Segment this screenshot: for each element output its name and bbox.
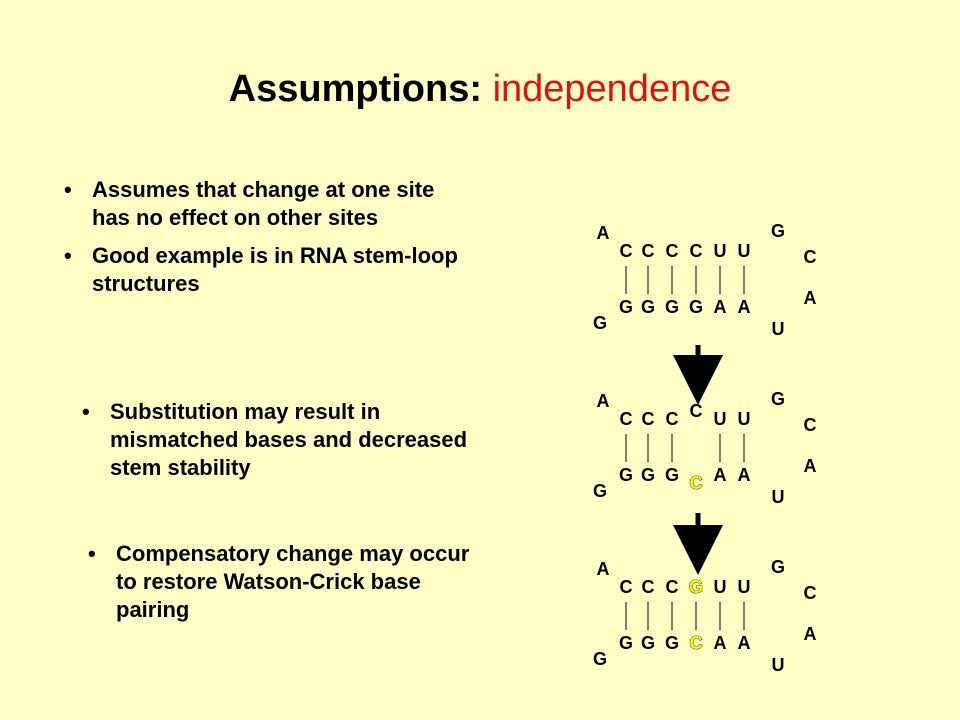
bullet-item: Good example is in RNA stem-loop structu… <box>58 242 478 298</box>
bottom-strand-base: G <box>619 297 633 317</box>
bullet-item: Compensatory change may occur to restore… <box>82 540 482 624</box>
bullet-item: Substitution may result in mismatched ba… <box>76 398 496 482</box>
top-strand-base: U <box>738 241 751 261</box>
loop-base: G <box>593 313 607 333</box>
bottom-strand-base: A <box>738 297 751 317</box>
loop-base: U <box>772 319 785 339</box>
loop-base: G <box>771 221 785 241</box>
title-separator: : <box>469 68 493 110</box>
loop-base: A <box>804 288 817 308</box>
loop-base: G <box>771 557 785 577</box>
top-strand-base: C <box>666 409 679 429</box>
loop-base: A <box>597 391 610 411</box>
top-strand-base: U <box>714 577 727 597</box>
bottom-strand-base: A <box>714 465 727 485</box>
top-strand-base: C <box>620 577 633 597</box>
top-strand-base: U <box>738 577 751 597</box>
bottom-strand-base: G <box>641 633 655 653</box>
top-strand-base: G <box>689 577 703 597</box>
bottom-strand-base: G <box>641 297 655 317</box>
title-main: Assumptions <box>228 68 470 110</box>
loop-base: U <box>772 487 785 507</box>
top-strand-base: C <box>666 241 679 261</box>
bottom-strand-base: A <box>714 297 727 317</box>
loop-base: A <box>804 624 817 644</box>
top-strand-base: U <box>738 409 751 429</box>
slide-title: Assumptions: independence <box>0 68 960 111</box>
loop-base: A <box>597 559 610 579</box>
top-strand-base: C <box>690 241 703 261</box>
top-strand-base: C <box>642 577 655 597</box>
bottom-strand-base: C <box>690 633 703 653</box>
title-accent: independence <box>492 68 732 110</box>
loop-base: G <box>593 481 607 501</box>
loop-base: G <box>771 389 785 409</box>
bullet-list-top: Assumes that change at one site has no e… <box>58 176 478 308</box>
loop-base: G <box>593 649 607 669</box>
bottom-strand-base: G <box>641 465 655 485</box>
bottom-strand-base: G <box>619 633 633 653</box>
bottom-strand-base: G <box>689 297 703 317</box>
top-strand-base: U <box>714 241 727 261</box>
bottom-strand-base: G <box>665 297 679 317</box>
top-strand-base: U <box>714 409 727 429</box>
top-strand-base: C <box>666 577 679 597</box>
bottom-strand-base: A <box>738 465 751 485</box>
loop-base: C <box>804 415 817 435</box>
loop-base: C <box>804 583 817 603</box>
top-strand-base: C <box>642 409 655 429</box>
loop-base: U <box>772 655 785 675</box>
loop-base: C <box>804 247 817 267</box>
top-strand-base: C <box>620 409 633 429</box>
top-strand-base: C <box>690 401 703 421</box>
loop-base: A <box>597 223 610 243</box>
bullet-list-middle: Substitution may result in mismatched ba… <box>76 398 496 492</box>
bottom-strand-base: A <box>738 633 751 653</box>
bottom-strand-base: G <box>665 633 679 653</box>
bottom-strand-base: A <box>714 633 727 653</box>
bottom-strand-base: C <box>690 473 703 493</box>
bullet-list-bottom: Compensatory change may occur to restore… <box>82 540 482 634</box>
bullet-item: Assumes that change at one site has no e… <box>58 176 478 232</box>
bottom-strand-base: G <box>619 465 633 485</box>
loop-base: A <box>804 456 817 476</box>
top-strand-base: C <box>642 241 655 261</box>
top-strand-base: C <box>620 241 633 261</box>
bottom-strand-base: G <box>665 465 679 485</box>
